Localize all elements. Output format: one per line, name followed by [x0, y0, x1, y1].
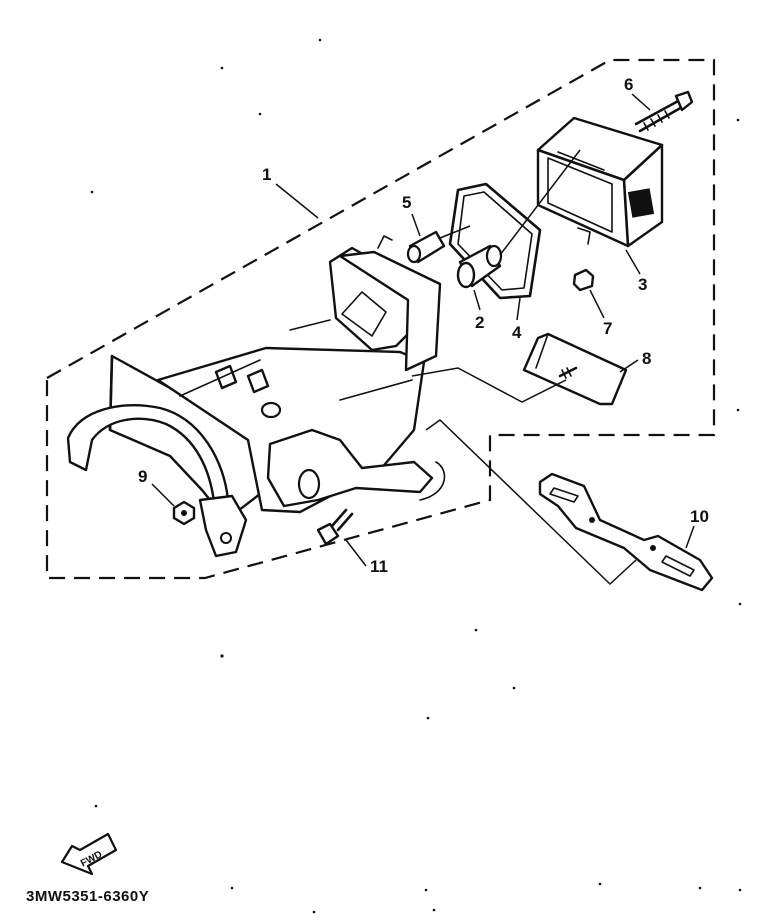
part-9-nut: [172, 500, 196, 526]
leader-tick-9: [151, 483, 175, 507]
leader-tick-11: [345, 539, 367, 567]
part-label-9: 9: [138, 467, 147, 486]
leader-tick-5: [411, 213, 421, 237]
part-label-3: 3: [638, 275, 647, 294]
leader-tick-10: [685, 525, 695, 549]
part-10-plate-bracket: [538, 472, 714, 592]
part-7-nut: [572, 268, 595, 292]
leader-tick-3: [625, 249, 641, 275]
part-5-bulb: [406, 225, 471, 264]
part-label-1: 1: [262, 165, 271, 184]
scan-specks: [90, 38, 742, 914]
leader-tick-7: [589, 289, 605, 319]
part-2-socket: [456, 149, 581, 289]
part-label-4: 4: [512, 323, 522, 342]
part-label-2: 2: [475, 313, 484, 332]
part-3-lens-housing: [536, 116, 664, 248]
leader-tick-8: [619, 359, 639, 373]
part-4-gasket: [448, 182, 542, 300]
leader-line-8-bracket: [411, 367, 567, 403]
part-label-5: 5: [402, 193, 411, 212]
part-11-bolt: [316, 508, 354, 546]
part-label-6: 6: [624, 75, 633, 94]
leader-tick-6: [631, 93, 651, 111]
part-label-10: 10: [690, 507, 709, 526]
leader-line-10-bracket: [425, 419, 637, 586]
part-label-8: 8: [642, 349, 651, 368]
part-8-reflector: [522, 332, 628, 406]
part-1-rear-bracket: [66, 235, 446, 558]
leader-tick-4: [516, 297, 521, 321]
part-label-7: 7: [603, 319, 612, 338]
leader-tick-2: [473, 289, 481, 311]
assembly-boundary: [45, 58, 716, 580]
drawing-code: 3MW5351-6360Y: [26, 888, 150, 905]
fwd-arrow-icon: FWD: [60, 832, 118, 876]
part-label-11: 11: [370, 557, 388, 576]
leader-line-1: [275, 183, 319, 219]
part-6-bolt: [634, 90, 694, 133]
